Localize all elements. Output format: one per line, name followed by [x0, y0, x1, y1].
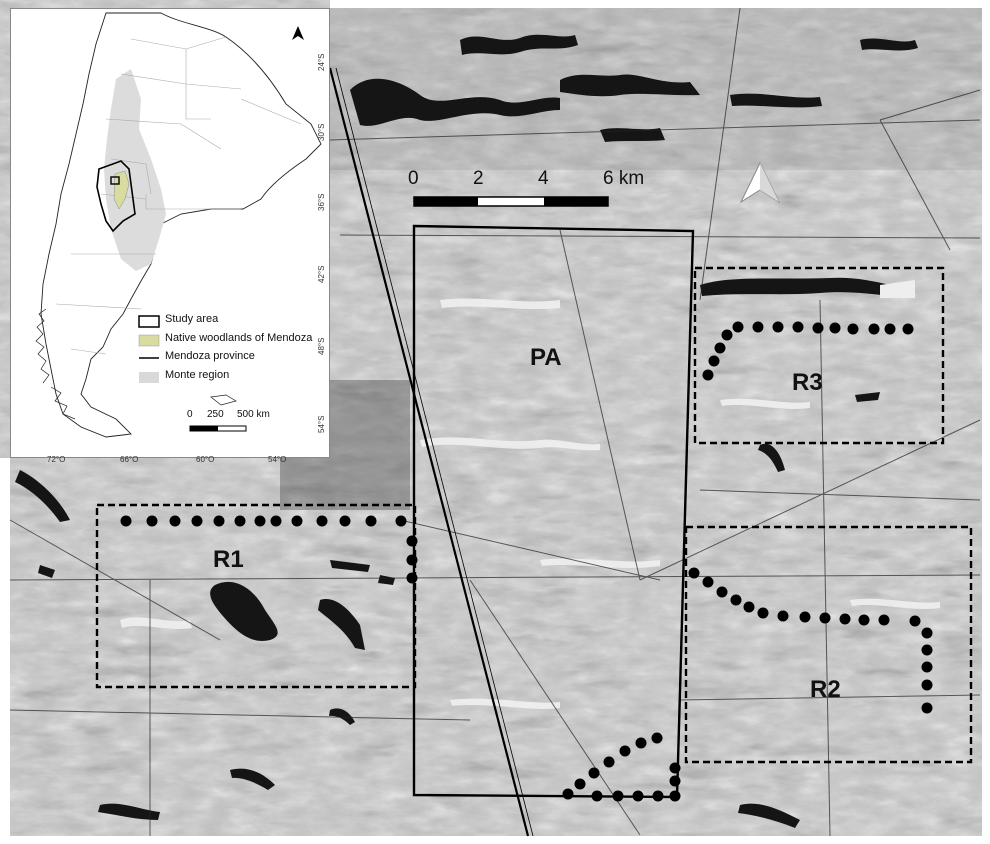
lon-label-54o: 54°O [268, 455, 287, 464]
r3-dotted-line [702, 321, 914, 381]
inset-map-drawing [35, 12, 322, 438]
province-boundary-line [328, 67, 534, 837]
lat-label-42s: 42°S [317, 265, 326, 283]
scale-label-0: 0 [408, 168, 419, 189]
scale-label-6km: 6 km [603, 168, 645, 189]
mendoza-province-outline [96, 160, 136, 233]
inset-scale-bar [189, 425, 247, 432]
lat-label-36s: 36°S [317, 193, 326, 211]
region-label-r3: R3 [792, 369, 823, 396]
region-label-r1: R1 [213, 546, 244, 573]
north-arrow-icon [739, 161, 781, 204]
inset-north-arrow-icon [292, 26, 304, 40]
native-woodlands-shape [113, 170, 130, 210]
road-lines [9, 7, 981, 837]
lat-label-24s: 24°S [317, 53, 326, 71]
pa-dotted-line [562, 732, 681, 802]
monte-region-shape [104, 69, 166, 271]
legend-symbols [138, 315, 160, 383]
scale-label-4: 4 [538, 168, 549, 189]
lat-label-30s: 30°S [317, 123, 326, 141]
coastline-islands [35, 308, 237, 420]
scale-label-2: 2 [473, 168, 484, 189]
lon-label-72o: 72°O [47, 455, 66, 464]
inset-study-area [110, 176, 120, 185]
province-lines [55, 36, 302, 355]
lat-label-48s: 48°S [317, 337, 326, 355]
r1-boundary [95, 503, 417, 689]
scale-bar [413, 196, 609, 207]
inset-scale-label-250: 250 [207, 409, 224, 420]
inset-scale-label-500: 500 km [237, 409, 270, 420]
lon-label-60o: 60°O [196, 455, 215, 464]
dark-terrain-features [15, 34, 918, 828]
inset-scale-label-0: 0 [187, 409, 193, 420]
region-label-r2: R2 [810, 676, 841, 703]
r1-dotted-line [120, 515, 418, 584]
r2-boundary [684, 525, 973, 764]
lat-label-54s: 54°S [317, 415, 326, 433]
inset-map: Study area Native woodlands of Mendoza M… [10, 8, 330, 458]
r3-boundary [693, 266, 945, 445]
r2-dotted-line [688, 567, 933, 714]
light-terrain-features [120, 298, 940, 709]
region-label-pa: PA [530, 344, 562, 371]
lon-label-66o: 66°O [120, 455, 139, 464]
